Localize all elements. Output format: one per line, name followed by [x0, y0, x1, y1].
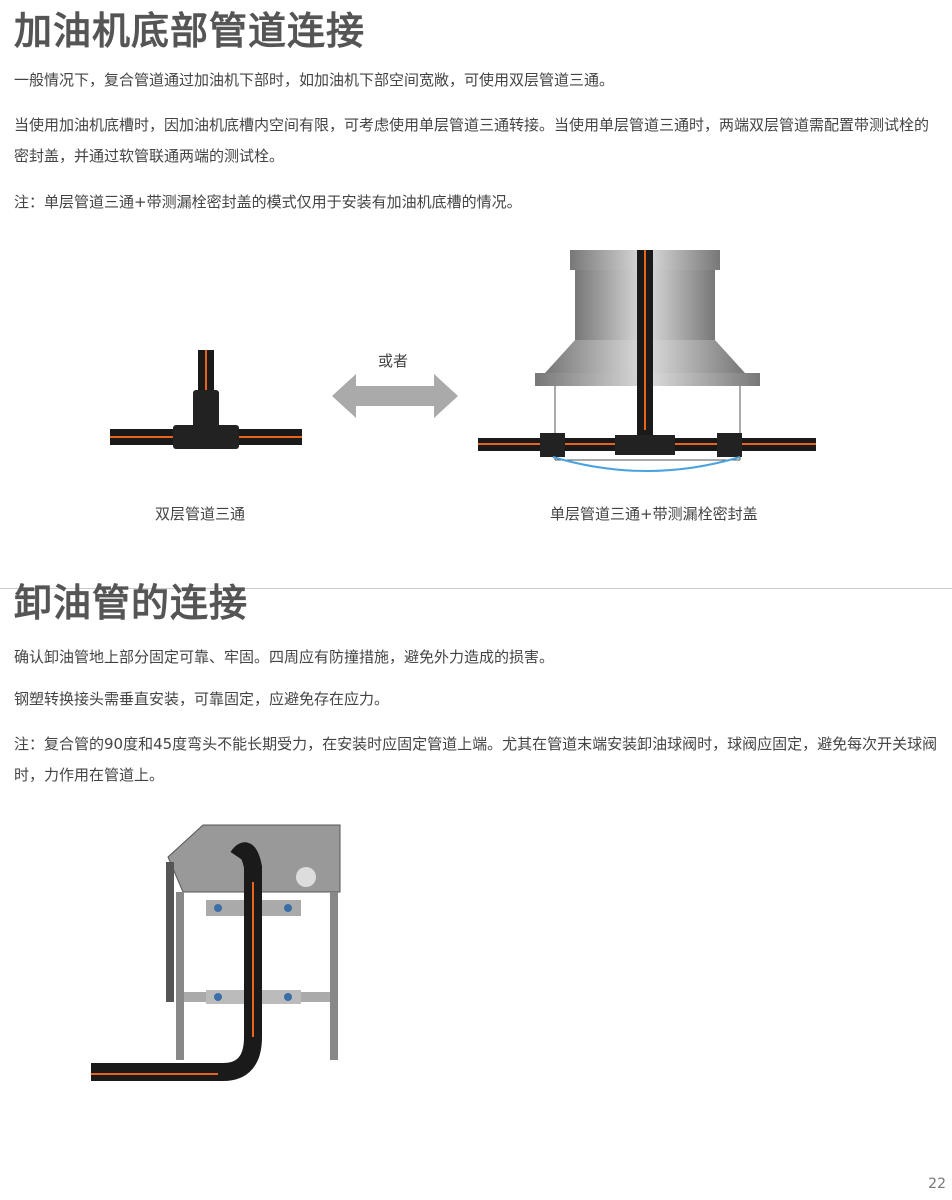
section-title-unloading-pipe: 卸油管的连接 [14, 581, 249, 625]
double-wall-tee-illustration [110, 350, 302, 449]
single-wall-tee-sump-illustration [478, 250, 816, 472]
unloading-pipe-illustration [91, 824, 341, 1081]
paragraph: 确认卸油管地上部分固定可靠、牢固。四周应有防撞措施，避免外力造成的损害。 [14, 648, 555, 666]
double-arrow-icon [332, 374, 458, 418]
caption-single-wall-tee: 单层管道三通+带测漏栓密封盖 [550, 505, 758, 523]
note-paragraph: 注：复合管的90度和45度弯头不能长期受力，在安装时应固定管道上端。尤其在管道末… [14, 735, 938, 784]
caption-double-wall-tee: 双层管道三通 [155, 505, 246, 523]
or-label: 或者 [378, 352, 409, 370]
paragraph: 钢塑转换接头需垂直安装，可靠固定，应避免存在应力。 [14, 690, 390, 708]
section-divider [0, 588, 952, 589]
page-number: 22 [928, 1176, 946, 1192]
paragraph: 当使用加油机底槽时，因加油机底槽内空间有限，可考虑使用单层管道三通转接。当使用单… [14, 116, 930, 165]
note-paragraph: 注：单层管道三通+带测漏栓密封盖的模式仅用于安装有加油机底槽的情况。 [14, 193, 522, 211]
paragraph: 一般情况下，复合管道通过加油机下部时，如加油机下部空间宽敞，可使用双层管道三通。 [14, 71, 615, 89]
section-title-dispenser-piping: 加油机底部管道连接 [14, 9, 366, 53]
